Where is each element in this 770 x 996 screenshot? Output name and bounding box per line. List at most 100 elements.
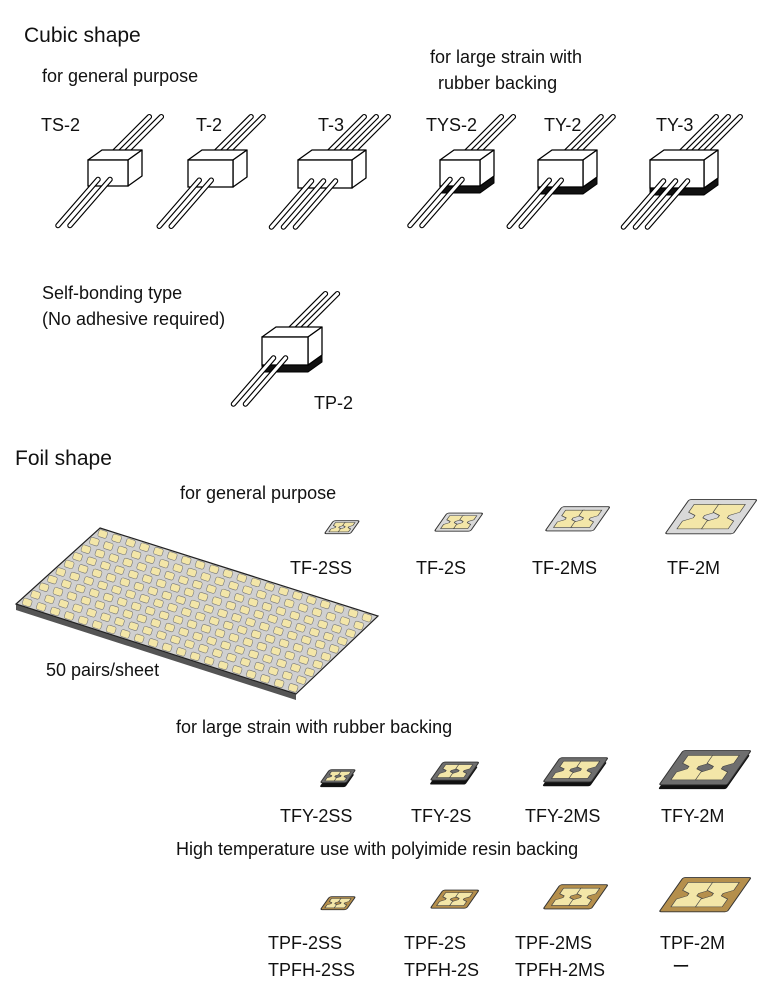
foil-tpf2ss [320,896,356,911]
sheet-gauge-tab [36,602,47,612]
sheet-gauge-tab [275,606,287,616]
sheet-gauge-tab [282,670,293,681]
cubic-product-label-t3: T-3 [318,115,345,135]
sheet-gauge-tab [214,628,226,638]
gauge-element-right [694,755,740,781]
sheet-gauge-tab [237,625,248,635]
sheet-gauge-tab [228,633,240,643]
lead-wire-front [506,177,552,229]
sheet-gauge-tab [242,585,253,595]
sheet-gauge-tab [175,595,186,605]
sheet-gauge-tab [94,549,106,559]
sheet-gauge-tab [105,624,117,635]
sheet-gauge-tab [339,616,350,626]
sheet-gauge-tab [268,666,279,676]
sheet-gauge-tab [231,613,242,623]
sheet-gauge-tab [333,604,345,614]
sheet-gauge-tab [284,650,295,661]
sheet-gauge-tab [161,642,173,652]
lead-wire-front [168,177,214,229]
selfbond-product-label: TP-2 [314,393,354,413]
sheet-gauge-tab [198,644,209,654]
sheet-gauge-tab [361,613,373,623]
sheet-gauge-tab [304,667,315,677]
sheet-gauge-tab [172,615,184,625]
sheet-gauge-tab [323,632,334,642]
sheet-gauge-tab [77,564,89,574]
sheet-gauge-tab [309,627,320,637]
foil-tf2s [434,512,483,532]
sheet-gauge-tab [142,626,153,636]
sheet-gauge-tab [234,645,245,655]
gauge-element-right [337,522,356,533]
sheet-gauge-tab [290,663,301,673]
sheet-gauge-tab [254,662,265,672]
hightemp-label-1-line2: TPFH-2SS [268,960,356,980]
sheet-gauge-tab [267,614,278,624]
hightemp-label-4-line1: TPF-2M [660,933,725,953]
selfbond-heading-line2: (No adhesive required) [42,309,226,329]
cubic-product-label-ty3: TY-3 [656,115,694,135]
foil-gauges-group [320,499,758,913]
gauge-element-right [700,504,746,530]
lead-wire-front [55,176,101,229]
gauge-element-right [333,898,352,909]
foil-rubber-label-tfy2ss: TFY-2SS [280,806,353,826]
sheet-gauge-tab [119,577,131,587]
sheet-gauge-tab [133,582,145,592]
hightemp-label-2-line2: TPFH-2S [404,960,480,980]
sheet-gauge-tab [133,633,145,644]
sheet-gauge-tab [150,618,161,628]
sheet-gauge-tab [55,567,66,577]
gauge-element-right [452,515,478,529]
cubic-product-label-ty2: TY-2 [544,115,582,135]
sheet-gauge-tab [240,657,251,667]
sheet-gauge-tab [139,594,150,604]
sheet-gauge-tab [142,574,153,584]
sheet-gauge-tab [80,544,92,554]
sheet-gauge-tab [289,610,301,621]
sheet-gauge-tab [189,599,200,610]
sheet-surface [14,527,380,695]
sheet-gauge-tab [203,604,214,614]
sheet-gauge-tab [220,640,231,651]
foil-rubber-label-tfy2s: TFY-2S [411,806,472,826]
sheet-gauge-tab [287,630,298,641]
sheet-gauge-tab [78,615,89,626]
sheet-gauge-tab [50,606,61,617]
sheet-gauge-tab [231,665,243,675]
sheet-gauge-tab [117,597,128,607]
foil-tfy2s [430,761,479,785]
lead-wire-front [230,355,277,407]
cubic-general-heading: for general purpose [42,66,199,86]
sheet-gauge-tab [83,576,94,586]
sheet-gauge-tab [242,637,254,647]
sheet-gauge-tab [139,542,150,552]
sheet-gauge-tab [256,642,268,652]
sheet-gauge-tab [301,635,312,645]
sheet-gauge-tab [111,533,122,544]
foil-tf2m [665,499,758,535]
foil-general-label-tf2ss: TF-2SS [290,558,353,578]
sheet-gauge-tab [175,647,187,657]
sheet-gauge-tab [136,613,147,624]
cubic-gauges-group [55,113,743,407]
sheet-gauge-tab [194,560,206,570]
sheet-gauge-tab [278,638,290,648]
sheet-gauge-tab [183,587,195,597]
sheet-gauge-tab [147,638,159,648]
sheet-gauge-tab [195,611,206,622]
sheet-gauge-tab [130,550,142,560]
gauge-element-right [568,760,601,779]
sheet-gauge-tab [276,658,287,668]
sheet-gauge-tab [170,635,181,645]
foil-rubber-label-tfy2m: TFY-2M [661,806,725,826]
sheet-gauge-tab [347,608,359,618]
lead-wire-front [156,177,202,229]
sheet-gauge-tab [111,585,122,595]
sheet-gauge-tab [178,627,189,637]
sheet-gauge-tab [58,599,69,609]
sheet-gauge-tab [220,588,231,599]
sheet-gauge-tab [186,567,197,578]
sheet-gauge-tab [298,655,309,665]
